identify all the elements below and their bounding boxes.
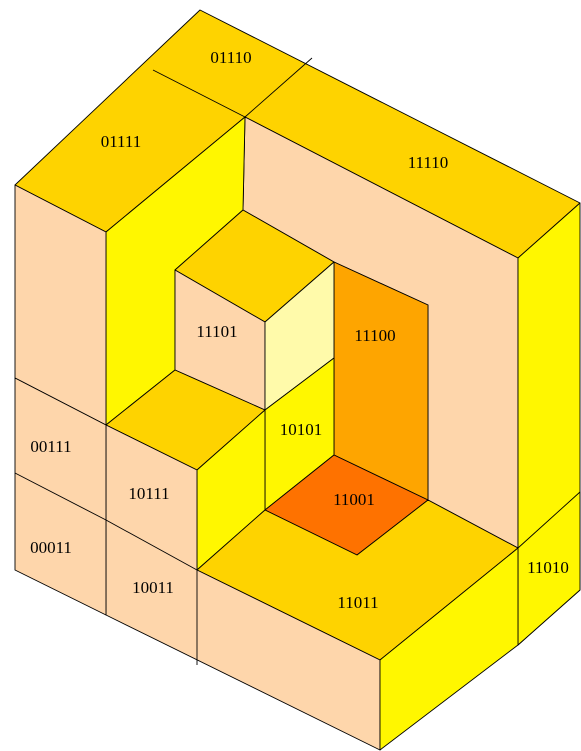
label-11001: 11001 <box>333 490 375 509</box>
label-11010: 11010 <box>527 558 569 577</box>
label-10111: 10111 <box>128 484 169 503</box>
label-01111: 01111 <box>101 132 142 151</box>
label-10101: 10101 <box>280 420 323 439</box>
top-divider-11110 <box>244 57 313 118</box>
label-11110: 11110 <box>408 153 449 172</box>
divider-10111-10011 <box>105 519 198 571</box>
top-divider-01110 <box>152 69 246 118</box>
label-11011: 11011 <box>337 593 378 612</box>
label-11101: 11101 <box>196 322 237 341</box>
cube-11011-side <box>379 547 519 751</box>
label-11100: 11100 <box>354 326 395 345</box>
label-00111: 00111 <box>30 437 71 456</box>
label-01110: 01110 <box>210 48 251 67</box>
label-00011: 00011 <box>30 538 72 557</box>
divider-00111-00011 <box>14 472 107 521</box>
label-10011: 10011 <box>132 578 174 597</box>
